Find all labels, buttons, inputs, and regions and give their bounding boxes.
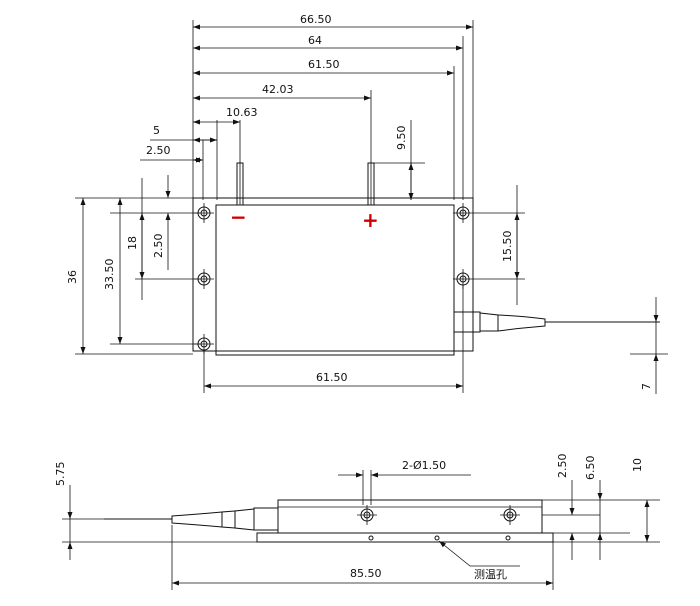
dim-36: 36 bbox=[66, 270, 79, 284]
dim-64: 64 bbox=[308, 34, 322, 47]
fiber-pigtail bbox=[453, 311, 660, 333]
dim-61-50-top: 61.50 bbox=[308, 58, 340, 71]
side-hole bbox=[357, 505, 377, 525]
dim-10-63: 10.63 bbox=[226, 106, 258, 119]
dim-2-phi: 2-Ø1.50 bbox=[402, 459, 446, 472]
dim-6-50: 6.50 bbox=[584, 456, 597, 481]
side-fiber-pigtail bbox=[104, 507, 279, 531]
polarity-minus: − bbox=[230, 205, 247, 229]
dim-61-50-bottom: 61.50 bbox=[316, 371, 348, 384]
side-view-base bbox=[256, 532, 554, 543]
top-view-body bbox=[215, 204, 455, 356]
side-view-body bbox=[277, 499, 543, 534]
dim-5: 5 bbox=[153, 124, 160, 137]
dim-33-50: 33.50 bbox=[103, 259, 116, 291]
mounting-hole bbox=[453, 203, 473, 223]
dim-10: 10 bbox=[631, 458, 644, 472]
temp-hole bbox=[368, 535, 374, 541]
dim-2-50-side: 2.50 bbox=[556, 454, 569, 479]
side-hole bbox=[500, 505, 520, 525]
side-view: 2-Ø1.50 5.75 2.50 6.50 10 85.50 测温孔 bbox=[54, 454, 660, 590]
dim-7: 7 bbox=[640, 383, 653, 390]
dim-2-50-h: 2.50 bbox=[146, 144, 171, 157]
polarity-plus: + bbox=[362, 208, 379, 232]
dim-9-50: 9.50 bbox=[395, 126, 408, 151]
dim-15-50: 15.50 bbox=[501, 231, 514, 263]
temp-hole bbox=[505, 535, 511, 541]
dim-5-75: 5.75 bbox=[54, 462, 67, 487]
dim-85-50: 85.50 bbox=[350, 567, 382, 580]
label-temp-hole: 测温孔 bbox=[474, 568, 507, 581]
dim-66-50: 66.50 bbox=[300, 13, 332, 26]
dim-2-50-v: 2.50 bbox=[152, 234, 165, 259]
dim-42-03: 42.03 bbox=[262, 83, 294, 96]
temp-hole bbox=[434, 535, 440, 541]
top-view-flange bbox=[192, 197, 474, 352]
top-view: − + 66.50 64 61.50 42.03 10.63 bbox=[66, 13, 668, 394]
dim-18: 18 bbox=[126, 236, 139, 250]
